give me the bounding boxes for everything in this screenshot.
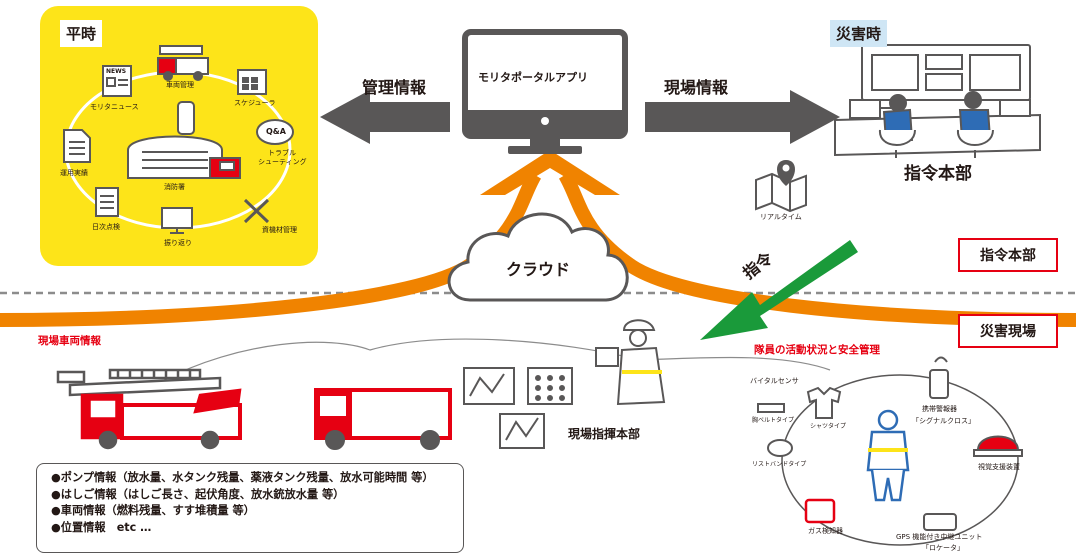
left-arrow-label: 管理情報 xyxy=(362,78,427,97)
news-icon-text: NEWS xyxy=(106,68,127,75)
label-alarm-1: 携帯警報器 xyxy=(922,405,957,413)
orange-arc-right xyxy=(558,171,1076,327)
field-maps-icon xyxy=(463,367,573,449)
left-arrow-gray xyxy=(320,90,450,144)
right-arrow-label: 現場情報 xyxy=(664,78,729,97)
cloud-icon xyxy=(447,212,629,302)
qa-icon-text: Q&A xyxy=(266,127,286,136)
shirt-icon xyxy=(806,386,842,419)
orange-arrow-head xyxy=(480,150,620,195)
label-ops-results: 運用実績 xyxy=(60,169,88,177)
right-arrow-gray xyxy=(645,90,840,144)
label-news: モリタニュース xyxy=(90,103,139,111)
commander-figure-icon xyxy=(595,319,666,406)
tag-hq: 指令本部 xyxy=(958,238,1058,272)
label-troubleshooting-1: トラブル xyxy=(268,149,296,157)
monitor-icon xyxy=(462,29,628,154)
disaster-time-title: 災害時 xyxy=(830,20,888,47)
label-daily-check: 日次点検 xyxy=(92,223,120,231)
label-visual-support: 視覚支援装置 xyxy=(978,463,1020,471)
control-room-illustration xyxy=(834,44,1041,158)
ladder-truck-icon xyxy=(56,368,242,450)
info-line: ●位置情報 etc … xyxy=(51,520,152,534)
connection-curve-right xyxy=(639,356,831,371)
pump-truck-icon xyxy=(314,388,452,450)
label-equipment-mgmt: 資機材管理 xyxy=(262,226,297,234)
hq-label: 指令本部 xyxy=(904,164,972,184)
helmet-icon xyxy=(973,435,1023,457)
label-vital-sensor: バイタルセンサ xyxy=(750,377,799,385)
label-review: 振り返り xyxy=(164,239,192,247)
map-icon xyxy=(755,160,807,213)
firefighter-figure-icon xyxy=(866,409,910,502)
safety-title: 隊員の活動状況と安全管理 xyxy=(754,344,880,356)
info-line: ●はしご情報（はしご長さ、起伏角度、放水銃放水量 等） xyxy=(51,487,345,501)
locator-unit-icon xyxy=(923,513,957,531)
label-vehicle-mgmt: 車両管理 xyxy=(166,81,194,89)
label-gps-1: GPS 機能付き中継ユニット xyxy=(896,533,983,541)
orange-arc-left xyxy=(0,171,542,327)
info-line: ●ポンプ情報（放水量、水タンク残量、薬液タンク残量、放水可能時間 等） xyxy=(51,471,434,484)
label-scheduler: スケジューラ xyxy=(234,99,276,107)
command-arrow-green xyxy=(700,240,858,340)
vehicle-info-box: ●ポンプ情報（放水量、水タンク残量、薬液タンク残量、放水可能時間 等） ●はしご… xyxy=(36,463,464,553)
normal-time-title: 平時 xyxy=(60,20,103,47)
app-name: モリタポータルアプリ xyxy=(478,71,588,84)
tag-site: 災害現場 xyxy=(958,314,1058,348)
label-fire-station: 消防署 xyxy=(164,183,185,191)
normal-time-overlay xyxy=(63,45,294,234)
label-troubleshooting-2: シューティング xyxy=(258,158,307,166)
cloud-label: クラウド xyxy=(506,260,571,279)
label-gps-2: 「ロケータ」 xyxy=(922,544,964,552)
label-alarm-2: 「シグナルクロス」 xyxy=(912,417,975,425)
realtime-label: リアルタイム xyxy=(760,213,802,221)
signal-cross-device-icon xyxy=(929,356,949,399)
connection-curve-left xyxy=(159,338,641,383)
label-chest-belt: 胸ベルトタイプ xyxy=(752,417,795,424)
sensor-ring xyxy=(781,374,1019,546)
info-line: ●車両情報（燃料残量、すす堆積量 等） xyxy=(51,504,255,517)
gas-detector-icon xyxy=(804,498,836,524)
label-wristband: リストバンドタイプ xyxy=(752,461,807,468)
chest-belt-icon xyxy=(757,403,785,413)
command-post-label: 現場指揮本部 xyxy=(568,427,641,441)
vehicle-info-title: 現場車両情報 xyxy=(38,335,101,347)
label-shirt: シャツタイプ xyxy=(810,423,847,430)
label-gas-detector: ガス検知器 xyxy=(808,527,843,535)
wristband-icon xyxy=(767,439,793,457)
